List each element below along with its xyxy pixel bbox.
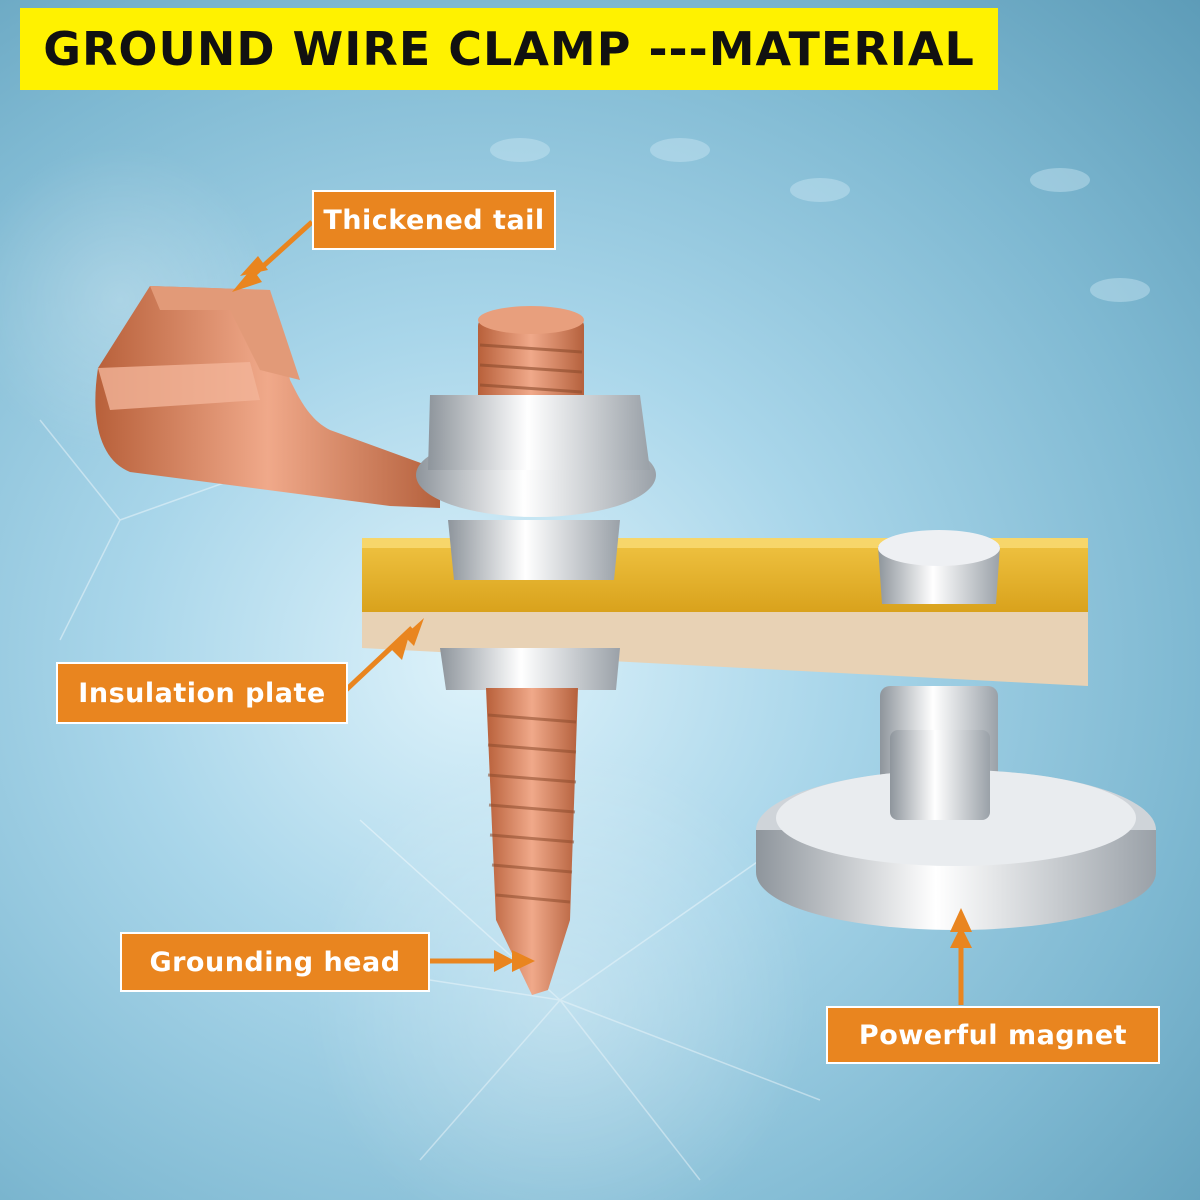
title-banner: GROUND WIRE CLAMP ---MATERIAL xyxy=(20,8,998,90)
label-insulation-plate: Insulation plate xyxy=(56,662,348,724)
page-title: GROUND WIRE CLAMP ---MATERIAL xyxy=(43,22,975,76)
plate-bolt xyxy=(878,530,1000,604)
copper-lug xyxy=(95,286,440,508)
pointer-arrows xyxy=(232,220,972,1005)
top-nut xyxy=(416,395,656,580)
magnet xyxy=(756,686,1156,930)
background-sparks xyxy=(0,138,1150,1200)
grounding-spike xyxy=(440,648,620,995)
label-grounding-head: Grounding head xyxy=(120,932,430,992)
label-powerful-magnet: Powerful magnet xyxy=(826,1006,1160,1064)
label-thickened-tail: Thickened tail xyxy=(312,190,556,250)
